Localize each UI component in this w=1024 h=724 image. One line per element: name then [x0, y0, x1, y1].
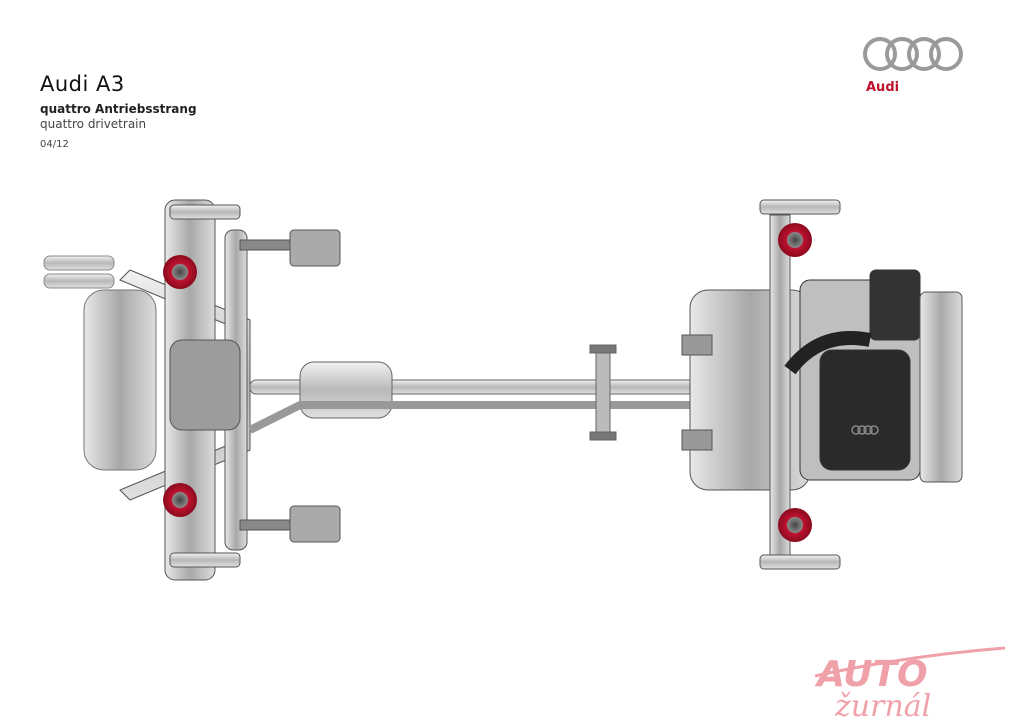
svg-text:žurnál: žurnál	[834, 689, 931, 721]
radiator	[919, 291, 963, 483]
date-label: 04/12	[40, 139, 69, 150]
front-axle	[681, 199, 841, 570]
svg-text:AUTO: AUTO	[814, 654, 928, 695]
audi-rings-logo	[863, 37, 963, 71]
propshaft	[248, 344, 721, 441]
front-right-hub	[778, 508, 812, 542]
subtitle-german: quattro Antriebsstrang	[40, 102, 197, 116]
rear-axle	[119, 199, 341, 581]
exhaust-tips	[43, 255, 115, 289]
rear-right-hub	[163, 483, 197, 517]
page-title: Audi A3	[40, 72, 125, 96]
audi-logo-text: Audi	[866, 80, 900, 95]
autozurnal-watermark: AUTO žurnál	[814, 646, 1006, 721]
engine	[784, 269, 921, 481]
subtitle-english: quattro drivetrain	[40, 117, 147, 131]
rear-muffler	[83, 289, 157, 471]
front-left-hub	[778, 223, 812, 257]
rear-left-hub	[163, 255, 197, 289]
